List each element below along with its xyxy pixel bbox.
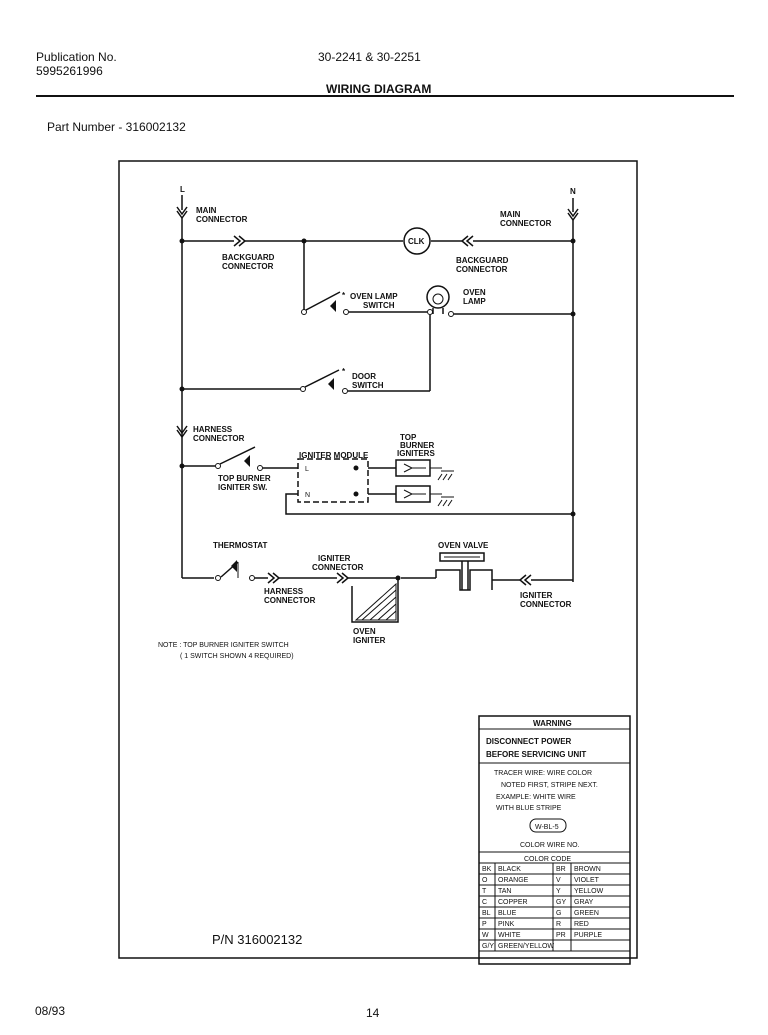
model-numbers: 30-2241 & 30-2251 bbox=[318, 50, 421, 64]
color-code-abbr: O bbox=[482, 877, 488, 884]
oven-igniter-label: OVEN IGNITER bbox=[353, 627, 386, 645]
note-text: NOTE : TOP BURNER IGNITER SWITCH ( 1 SWI… bbox=[158, 642, 294, 660]
color-code-abbr: BR bbox=[556, 866, 566, 873]
oven-valve-label: OVEN VALVE bbox=[438, 541, 489, 550]
main-connector-right-label: MAIN CONNECTOR bbox=[500, 210, 552, 228]
color-code-name: PINK bbox=[498, 921, 515, 928]
harness-connector-bottom-label: HARNESS CONNECTOR bbox=[264, 587, 316, 605]
main-connector-left-label: MAIN CONNECTOR bbox=[196, 206, 248, 224]
color-code-abbr: C bbox=[482, 899, 487, 906]
color-code-name: COPPER bbox=[498, 899, 528, 906]
igniter-connector-right-label: IGNITER CONNECTOR bbox=[520, 591, 572, 609]
svg-text:W-BL-5: W-BL-5 bbox=[535, 824, 559, 831]
backguard-connector-left-label: BACKGUARD CONNECTOR bbox=[222, 253, 277, 271]
color-code-name: WHITE bbox=[498, 932, 521, 939]
publication-number: 5995261996 bbox=[36, 64, 103, 78]
color-code-name: TAN bbox=[498, 888, 511, 895]
main-connector-right-icon bbox=[567, 208, 579, 218]
harness-connector-top-icon bbox=[176, 425, 188, 435]
publication-label: Publication No. bbox=[36, 50, 117, 64]
color-code-abbr: R bbox=[556, 921, 561, 928]
color-code-abbr: BL bbox=[482, 910, 491, 917]
clock-motor-icon bbox=[403, 227, 431, 255]
oven-igniter-icon bbox=[351, 578, 399, 623]
warning-title: WARNING bbox=[533, 719, 572, 728]
color-code-abbr: V bbox=[556, 877, 561, 884]
color-code-name: VIOLET bbox=[574, 877, 600, 884]
diagram-title: WIRING DIAGRAM bbox=[326, 82, 432, 96]
color-code-abbr: W bbox=[482, 932, 489, 939]
color-code-name: ORANGE bbox=[498, 877, 529, 884]
tracer-line-4: WITH BLUE STRIPE bbox=[496, 805, 562, 812]
tracer-line-2: NOTED FIRST, STRIPE NEXT. bbox=[501, 782, 598, 789]
color-code-name: GREEN bbox=[574, 910, 599, 917]
igniter-connector-mid-label: IGNITER CONNECTOR bbox=[312, 554, 364, 572]
top-burner-igniters-label: TOP BURNER IGNITERS bbox=[397, 433, 436, 458]
oven-lamp-switch-icon bbox=[305, 291, 341, 311]
color-code-abbr: G bbox=[556, 910, 561, 917]
oven-lamp-label: OVEN LAMP bbox=[463, 288, 488, 306]
main-connector-left-icon bbox=[176, 206, 188, 216]
igniter-module-label: IGNITER MODULE bbox=[299, 451, 369, 460]
oven-lamp-switch-label: OVEN LAMP SWITCH bbox=[350, 292, 400, 310]
part-number-line: Part Number - 316002132 bbox=[47, 120, 186, 134]
harness-connector-top-label: HARNESS CONNECTOR bbox=[193, 425, 245, 443]
diagram-frame bbox=[118, 160, 638, 959]
svg-text:L: L bbox=[305, 466, 309, 473]
door-switch-icon bbox=[304, 369, 340, 388]
svg-text:*: * bbox=[342, 367, 346, 376]
example-wire-badge bbox=[529, 818, 567, 833]
igniter-connector-right-icon bbox=[518, 574, 527, 586]
svg-text:N: N bbox=[305, 492, 310, 499]
color-code-abbr: G/Y bbox=[482, 943, 494, 950]
page-number: 14 bbox=[366, 1006, 380, 1020]
backguard-connector-right-icon bbox=[460, 235, 469, 247]
color-wire-no-label: COLOR WIRE NO. bbox=[520, 842, 580, 849]
color-code-abbr: BK bbox=[482, 866, 492, 873]
color-code-name: YELLOW bbox=[574, 888, 604, 895]
clock-label: CLK bbox=[408, 237, 425, 246]
color-code-name: GRAY bbox=[574, 899, 594, 906]
part-number-stamp: P/N 316002132 bbox=[212, 932, 302, 947]
legend-box bbox=[478, 715, 631, 965]
color-code-name: PURPLE bbox=[574, 932, 602, 939]
tracer-line-3: EXAMPLE: WHITE WIRE bbox=[496, 794, 576, 801]
color-code-name: GREEN/YELLOW bbox=[498, 943, 554, 950]
thermostat-label: THERMOSTAT bbox=[213, 541, 267, 550]
top-burner-igniter-switch-label: TOP BURNER IGNITER SW. bbox=[218, 474, 273, 492]
oven-lamp-icon bbox=[426, 285, 450, 309]
footer-date: 08/93 bbox=[35, 1004, 66, 1018]
top-burner-igniter-switch-icon bbox=[219, 446, 256, 465]
backguard-connector-left-icon bbox=[233, 235, 242, 247]
svg-text:*: * bbox=[342, 291, 346, 300]
tracer-line-1: TRACER WIRE: WIRE COLOR bbox=[494, 770, 592, 777]
harness-connector-bottom-icon bbox=[267, 572, 276, 584]
color-code-name: BLUE bbox=[498, 910, 517, 917]
color-code-title: COLOR CODE bbox=[524, 856, 571, 863]
igniter-connector-mid-icon bbox=[336, 572, 345, 584]
line-terminal-label: L bbox=[180, 185, 185, 194]
warning-line-1: DISCONNECT POWER bbox=[486, 737, 572, 746]
color-code-abbr: PR bbox=[556, 932, 566, 939]
neutral-terminal-label: N bbox=[570, 187, 576, 196]
color-code-name: BLACK bbox=[498, 866, 521, 873]
header-rule bbox=[36, 95, 734, 97]
warning-line-2: BEFORE SERVICING UNIT bbox=[486, 750, 586, 759]
backguard-connector-right-label: BACKGUARD CONNECTOR bbox=[456, 256, 511, 274]
color-code-abbr: GY bbox=[556, 899, 566, 906]
color-code-name: BROWN bbox=[574, 866, 601, 873]
color-code-abbr: Y bbox=[556, 888, 561, 895]
igniter-module-box bbox=[297, 458, 369, 503]
color-code-abbr: T bbox=[482, 888, 487, 895]
color-code-name: RED bbox=[574, 921, 589, 928]
door-switch-label: DOOR SWITCH bbox=[352, 372, 384, 390]
color-code-abbr: P bbox=[482, 921, 487, 928]
color-code-table: BK BLACK BR BROWN O ORANGE V VIOLET T TAN Y YELLOW C… bbox=[479, 863, 630, 952]
